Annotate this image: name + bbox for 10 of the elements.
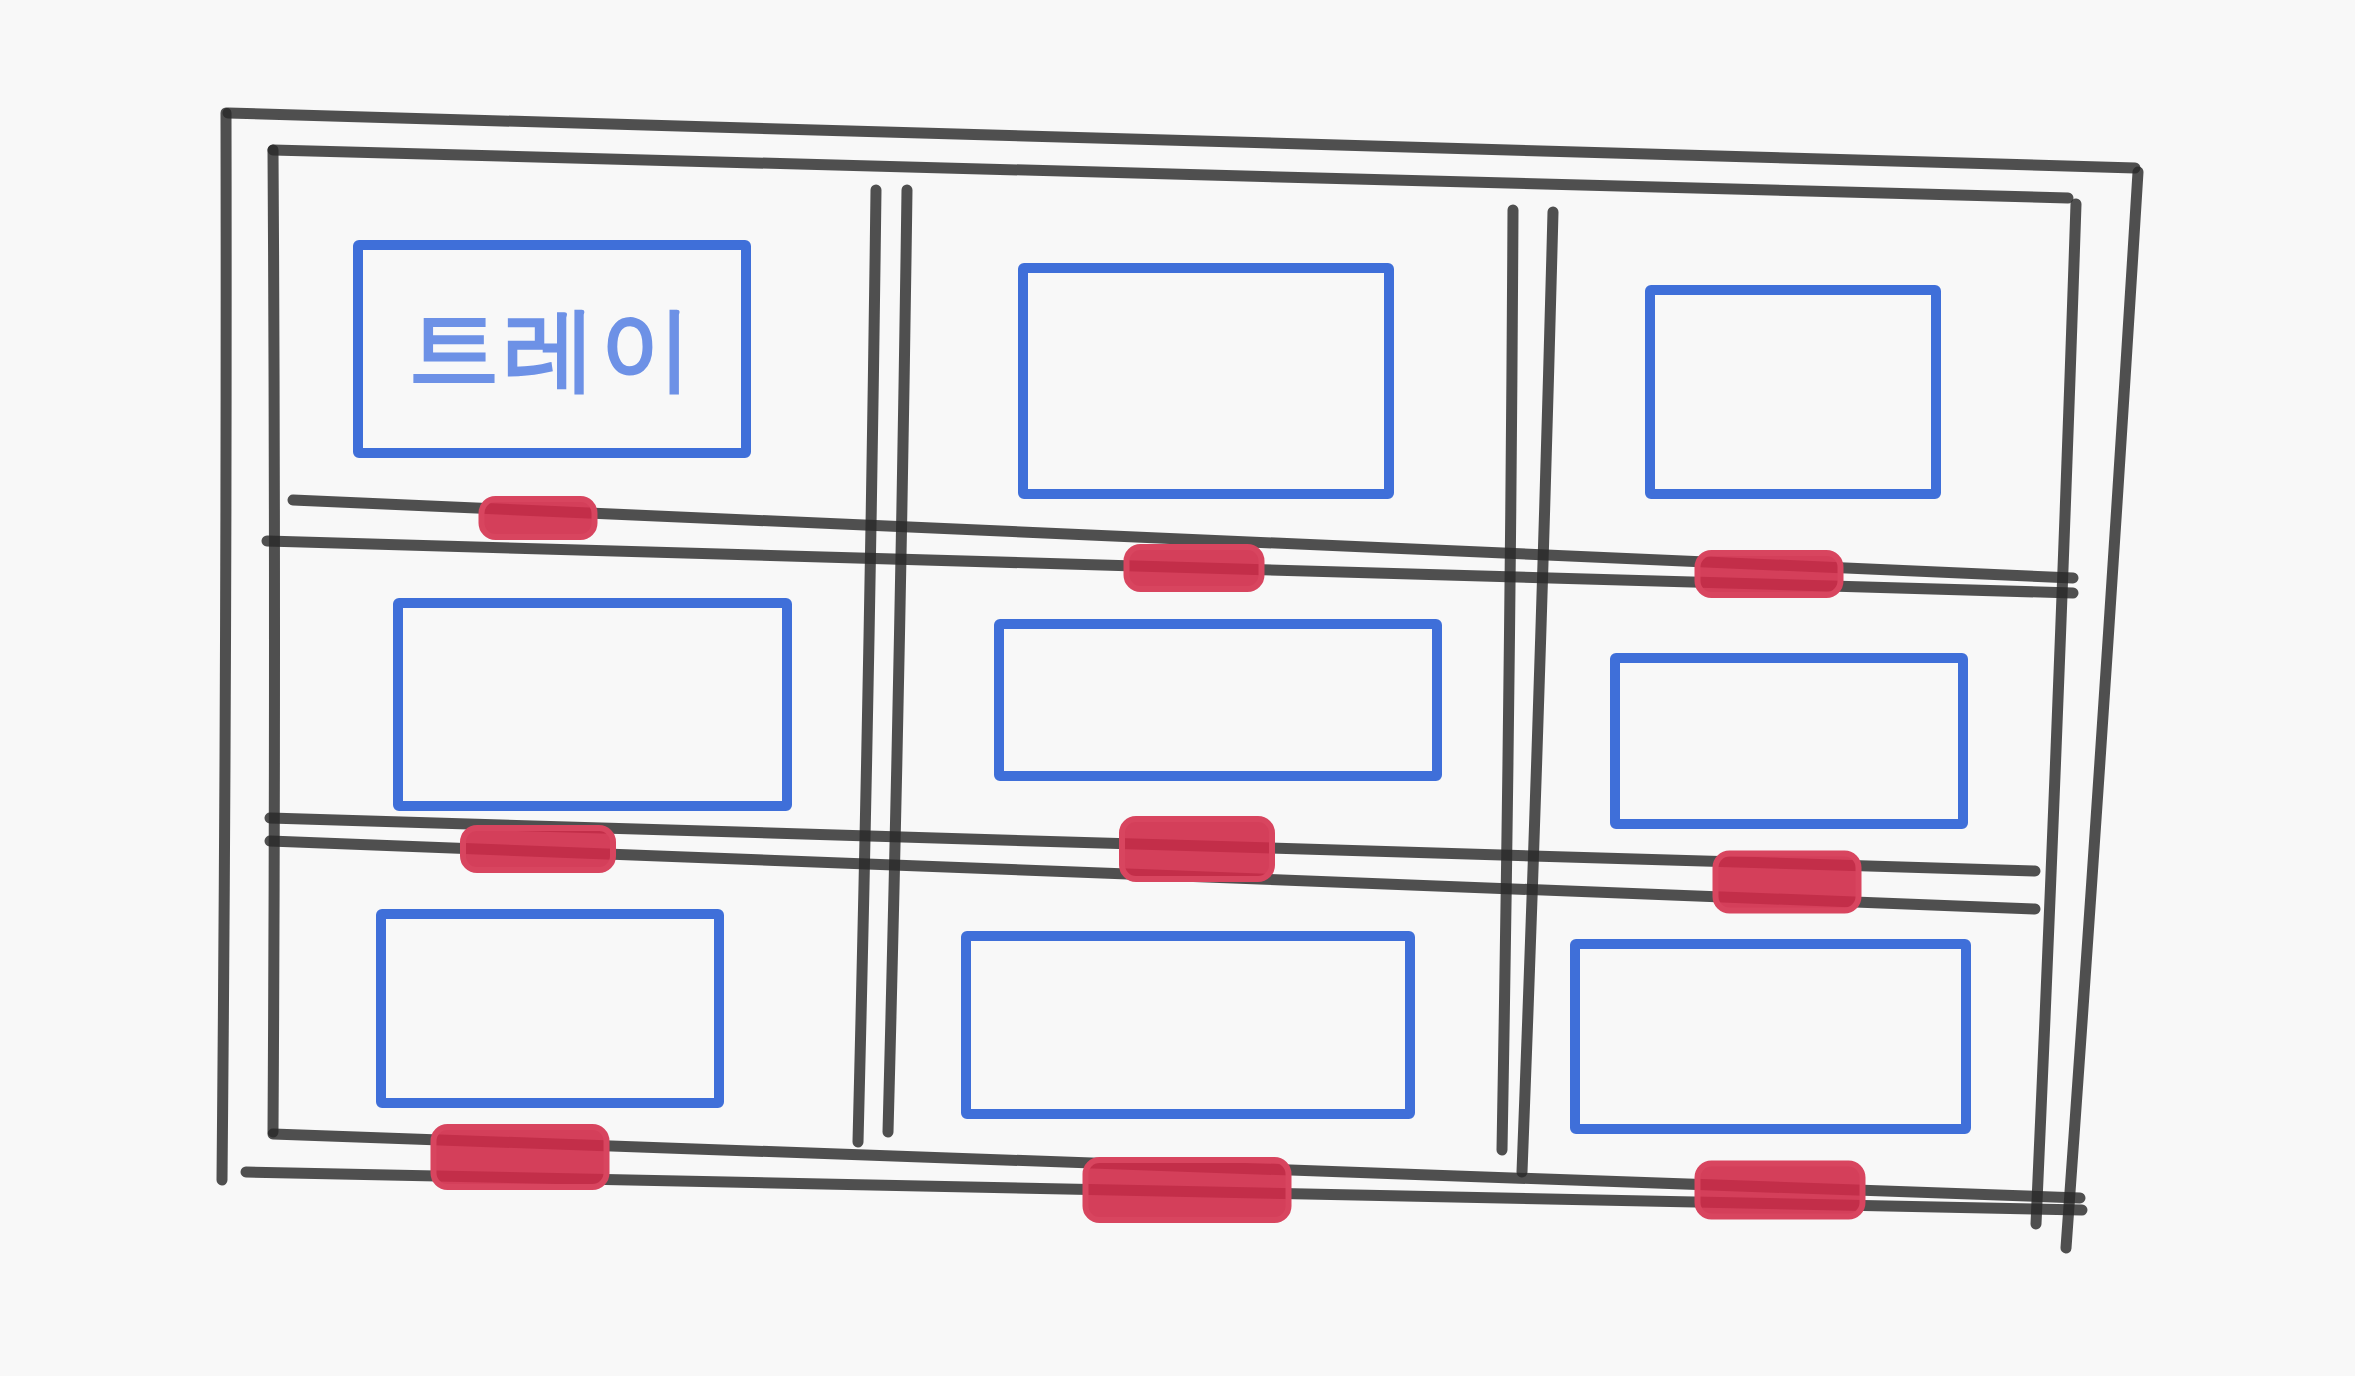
tray-outline <box>1645 285 1941 499</box>
tray-outline <box>994 619 1442 781</box>
tray-outline <box>393 598 792 811</box>
tray-outline <box>353 240 751 458</box>
tray-label: 트레이 <box>408 298 696 400</box>
tray-outline <box>961 931 1415 1119</box>
tray-outline <box>1570 939 1971 1134</box>
tray-outline <box>1018 263 1394 499</box>
tray-outline <box>376 909 724 1108</box>
tray-outline <box>1610 653 1968 829</box>
